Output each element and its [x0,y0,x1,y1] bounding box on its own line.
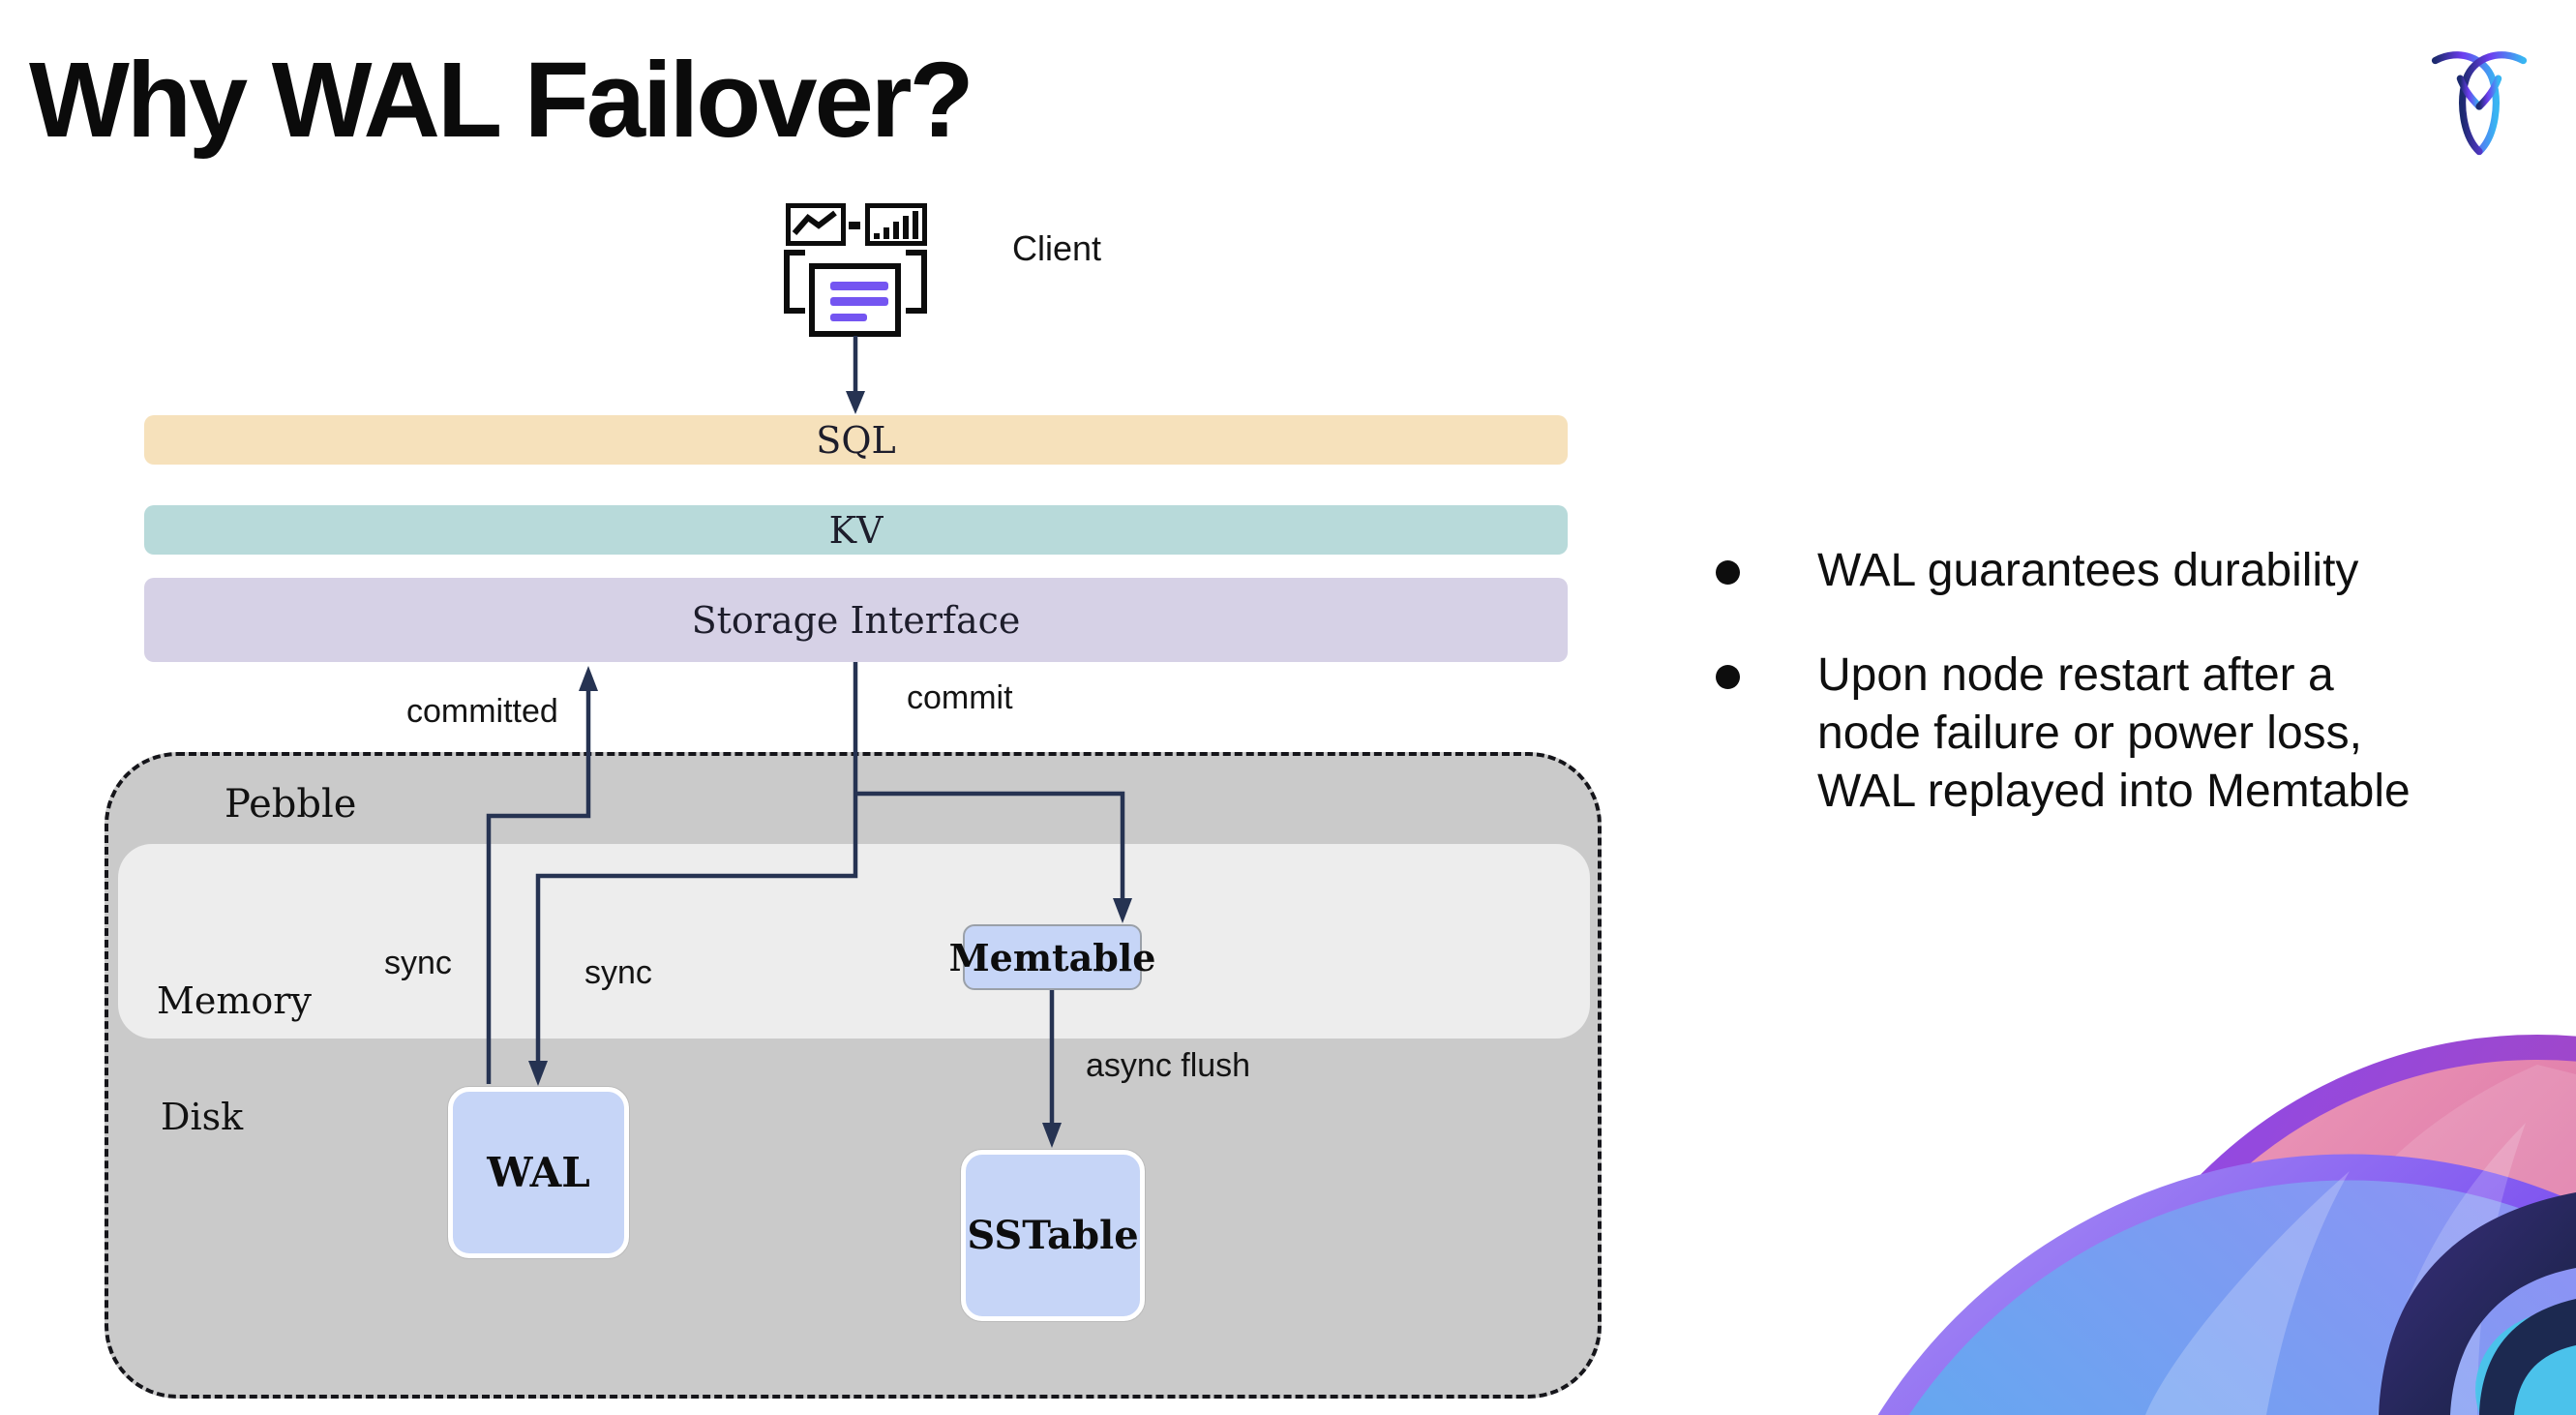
memtable-label: Memtable [948,935,1156,979]
async-flush-label: async flush [1086,1047,1251,1084]
committed-label: committed [406,693,558,730]
bullet-dot [1716,665,1740,689]
sync-label-right: sync [584,954,652,991]
client-label: Client [1012,228,1102,268]
layer-storage-interface-label: Storage Interface [691,598,1021,642]
layer-sql-label: SQL [816,418,896,462]
commit-label: commit [907,679,1013,716]
bracket-left-icon [784,250,805,314]
layer-storage-interface: Storage Interface [144,578,1568,662]
pebble-label: Pebble [225,782,357,827]
bar-chart-icon [865,203,927,246]
layer-sql: SQL [144,415,1568,465]
arrowhead-committed [579,666,598,691]
client-icon [784,201,929,337]
bullet-line: WAL replayed into Memtable [1817,766,2411,817]
bullet-line: WAL guarantees durability [1817,545,2359,596]
sync-label-left: sync [384,945,452,981]
sstable-label: SSTable [967,1213,1139,1258]
dash-glyph [849,222,860,229]
doc-text-line [830,282,888,290]
line-chart-icon [786,203,846,246]
layer-kv: KV [144,505,1568,555]
memtable-box: Memtable [949,924,1155,990]
bullet-item: Upon node restart after a node failure o… [1817,647,2411,821]
cockroachdb-logo [2431,51,2528,156]
bracket-right-icon [906,250,927,314]
doc-text-line [830,297,888,306]
disk-label: Disk [161,1096,244,1138]
bullet-item: WAL guarantees durability [1817,542,2358,600]
bullet-line: Upon node restart after a [1817,649,2334,701]
bullet-dot [1716,560,1740,585]
document-icon [809,263,901,337]
wal-box: WAL [448,1087,629,1258]
doc-text-line [830,314,867,321]
memory-zone [118,844,1590,1039]
arrowhead-client-sql [846,391,865,414]
bullet-line: node failure or power loss, [1817,708,2362,759]
sstable-box: SSTable [961,1150,1145,1321]
wal-label: WAL [487,1149,590,1196]
page-title: Why WAL Failover? [29,41,974,160]
memory-label: Memory [157,979,312,1022]
layer-kv-label: KV [828,508,884,552]
